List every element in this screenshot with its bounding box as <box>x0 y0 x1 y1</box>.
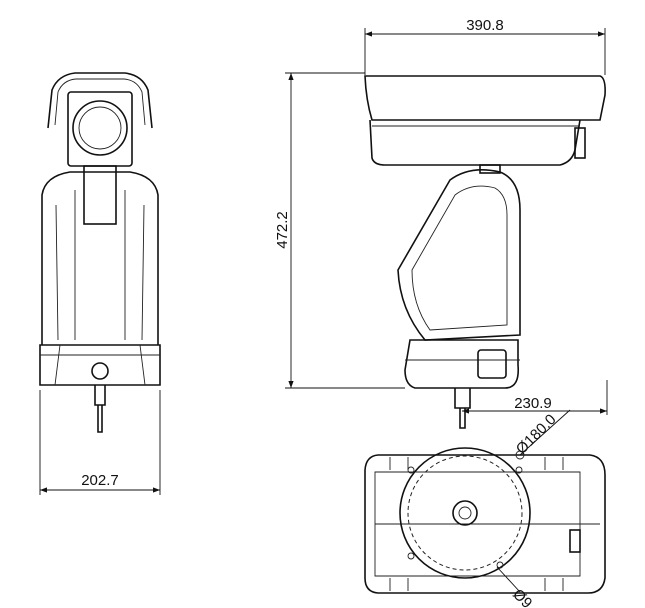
side-view: 390.8 472.2 230.9 <box>274 17 608 429</box>
rear-connector <box>574 127 586 159</box>
sun-shield-side <box>364 75 606 121</box>
mount-diameter-label: Ø180.0 <box>513 411 560 458</box>
side-base <box>404 339 520 389</box>
base <box>39 344 161 386</box>
front-view: 202.7 <box>39 72 161 495</box>
camera-lens <box>72 100 128 156</box>
hole-diameter-label: Ø9 <box>509 586 535 608</box>
mount-circle <box>399 447 531 579</box>
overall-width-label: 390.8 <box>466 17 504 34</box>
cable <box>94 385 106 433</box>
overall-height-label: 472.2 <box>274 211 291 249</box>
camera-housing-side <box>369 119 581 166</box>
pan-body <box>41 171 159 345</box>
front-width-label: 202.7 <box>81 472 119 489</box>
sun-shield <box>47 72 153 129</box>
bottom-view: Ø180.0 Ø9 <box>364 409 606 608</box>
housing-outline <box>364 454 606 594</box>
base-offset-label: 230.9 <box>514 395 552 412</box>
side-cable <box>454 388 471 429</box>
arm-neck <box>83 165 117 225</box>
center-hole <box>452 500 478 526</box>
connector <box>91 362 109 380</box>
arm <box>397 169 521 341</box>
